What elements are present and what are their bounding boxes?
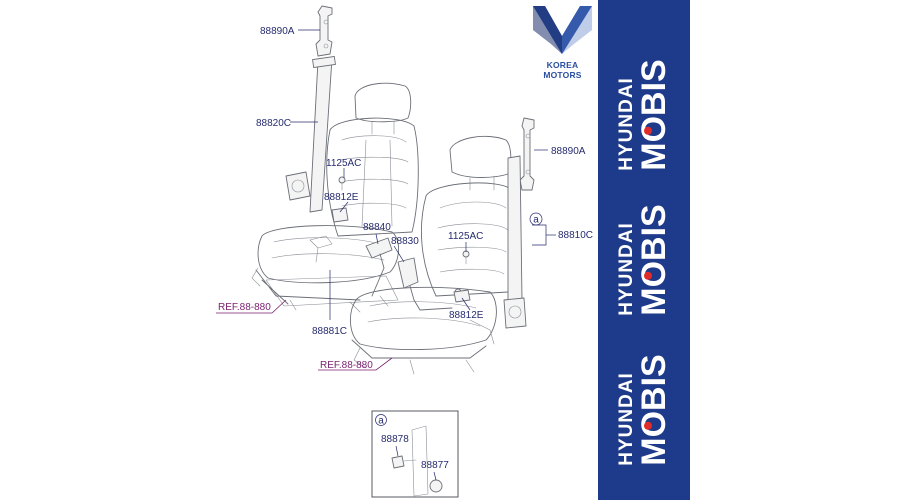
inset-box [371, 410, 459, 498]
inset-marker-a: a [378, 416, 384, 427]
leader-lines [216, 29, 556, 371]
label-1125ac-right: 1125AC [448, 231, 483, 242]
label-88878: 88878 [381, 434, 409, 445]
brand-block-3: HYUNDAI MOBIS [598, 350, 690, 470]
brand-line1: HYUNDAI [616, 372, 637, 466]
mobis-o-dot-icon: O [635, 410, 673, 438]
brand-line1: HYUNDAI [616, 77, 637, 171]
callout-marker-a: a [533, 215, 539, 226]
part-labels: 88890A 88820C 1125AC 88812E 88840 88830 … [218, 26, 593, 371]
km-logo-mark-icon [533, 6, 592, 54]
mobis-o-dot-icon: O [635, 115, 673, 143]
inset-detail-a: a 88878 88877 [371, 410, 459, 498]
label-88812e-right: 88812E [449, 310, 484, 321]
brand-block-1: HYUNDAI MOBIS [598, 55, 690, 175]
brand-line1: HYUNDAI [616, 222, 637, 316]
label-88881c: 88881C [312, 326, 347, 337]
brand-line2: MOBIS [635, 354, 673, 466]
label-88810c: 88810C [558, 230, 593, 241]
label-88812e-left: 88812E [324, 192, 359, 203]
label-88830: 88830 [391, 236, 419, 247]
label-ref-right: REF.88-880 [320, 360, 373, 371]
brand-line2: MOBIS [635, 204, 673, 316]
left-belt-assembly [285, 5, 393, 297]
label-88890a-right: 88890A [551, 146, 586, 157]
logo-caption: KOREA MOTORS [543, 60, 582, 80]
label-ref-left: REF.88-880 [218, 302, 271, 313]
label-1125ac-left: 1125AC [326, 158, 361, 169]
label-88877: 88877 [421, 460, 449, 471]
right-belt-assembly [397, 117, 535, 329]
cap-88877 [429, 479, 443, 493]
callout-marker-circle [529, 212, 543, 226]
brand-line2: MOBIS [635, 59, 673, 171]
brand-block-2: HYUNDAI MOBIS [598, 200, 690, 320]
hyundai-mobis-brand-panel: HYUNDAI MOBIS HYUNDAI MOBIS HYUNDAI MOBI… [598, 0, 690, 500]
label-88840: 88840 [363, 222, 391, 233]
label-88890a-left: 88890A [260, 26, 295, 37]
bolt-88878 [391, 455, 405, 469]
label-88820c: 88820C [256, 118, 291, 129]
mobis-o-dot-icon: O [635, 260, 673, 288]
korea-motors-logo: KOREA MOTORS [527, 0, 598, 80]
